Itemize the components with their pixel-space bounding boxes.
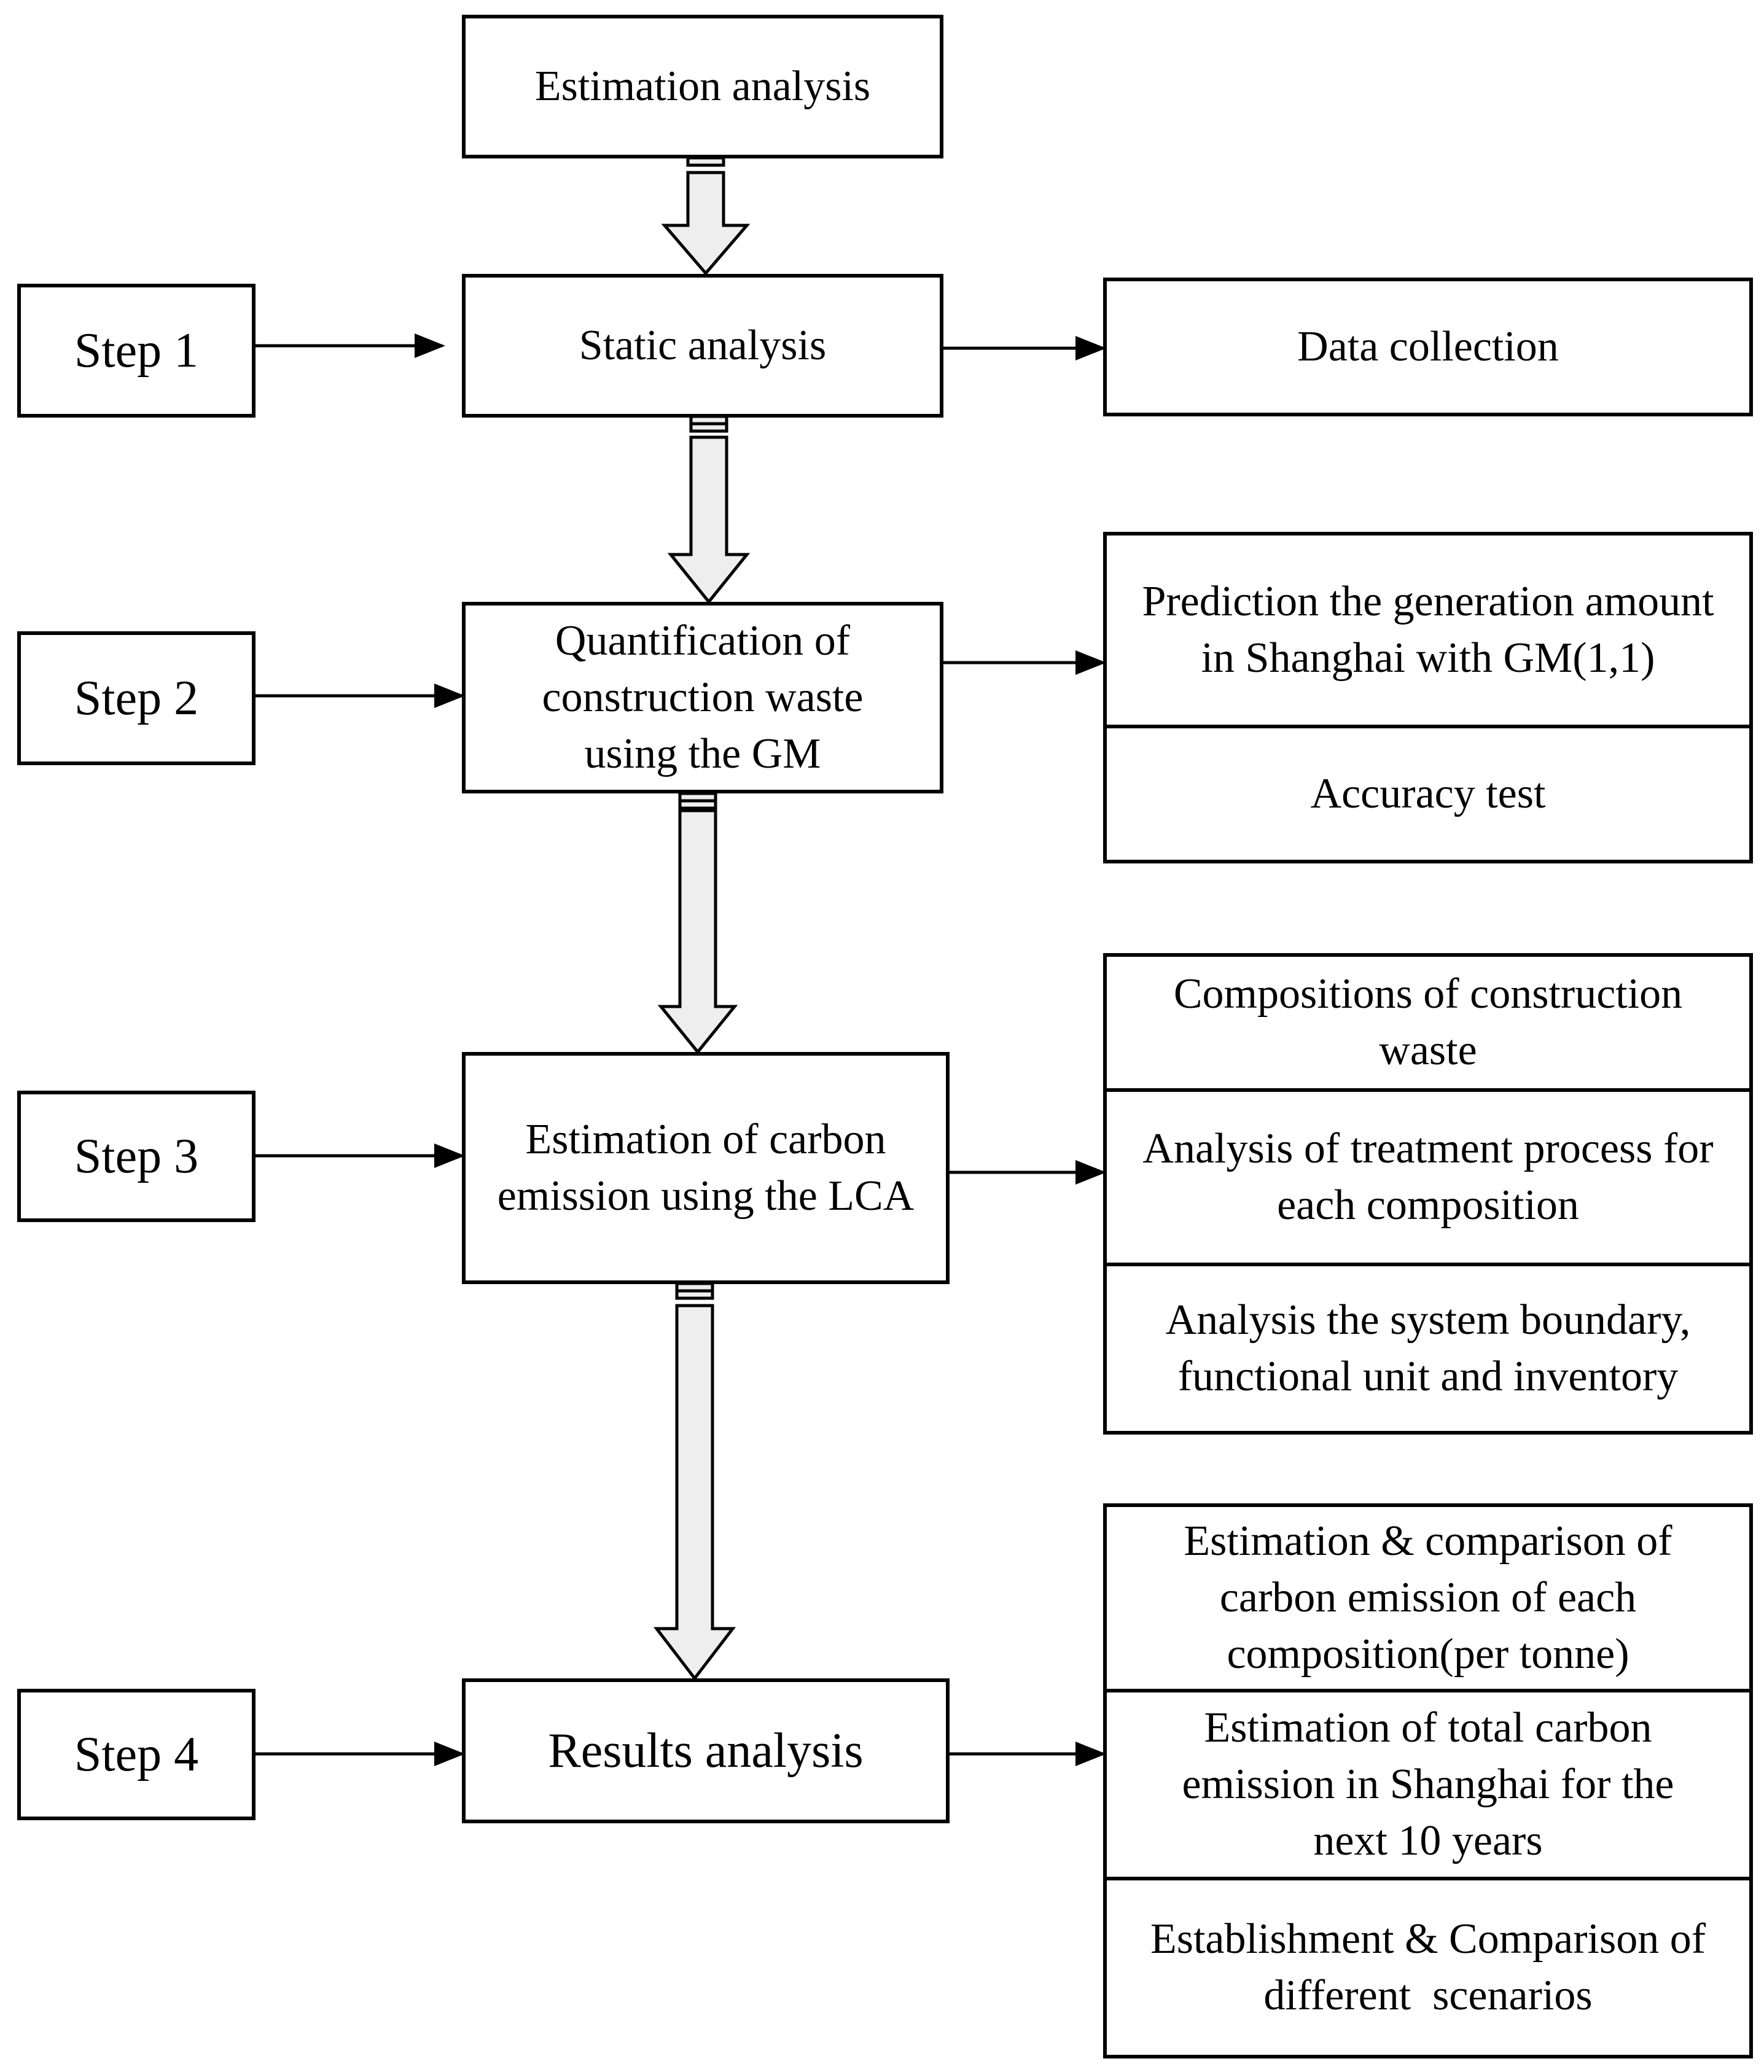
quantification-line: using the GM [584,730,821,777]
static-analysis-label: Static analysis [579,322,827,369]
results-analysis-box: Results analysis [462,1678,950,1823]
quantification-line: construction waste [542,674,864,721]
estimation-analysis-label: Estimation analysis [534,63,871,110]
comparison-per-tonne-line: Estimation & comparison of [1184,1517,1672,1565]
quantification-box: Quantification of construction waste usi… [462,602,943,793]
treatment-process-cell: Analysis of treatment process for each c… [1107,1088,1749,1263]
treatment-process-line: each composition [1277,1182,1579,1229]
prediction-cell: Prediction the generation amount in Shan… [1107,536,1749,725]
scenarios-cell: Establishment & Comparison of different … [1107,1877,1749,2055]
carbon-estimation-line: Estimation of carbon [525,1116,886,1163]
down-arrow-2 [667,415,751,604]
down-arrow-1 [661,149,751,276]
step-2-label: Step 2 [74,671,199,725]
step-1-label: Step 1 [74,324,199,378]
step-4-label: Step 4 [74,1727,199,1782]
comparison-per-tonne-cell: Estimation & comparison of carbon emissi… [1107,1507,1749,1689]
step-2-box: Step 2 [17,631,256,765]
compositions-line: waste [1379,1027,1477,1074]
step-4-box: Step 4 [17,1689,256,1820]
prediction-line: in Shanghai with GM(1,1) [1201,634,1655,682]
compositions-cell: Compositions of construction waste [1107,957,1749,1088]
step-3-label: Step 3 [74,1129,199,1183]
quantification-line: Quantification of [555,617,851,664]
carbon-estimation-box: Estimation of carbon emission using the … [462,1052,950,1284]
data-collection-box: Data collection [1103,278,1753,416]
step-3-details-stack: Compositions of construction waste Analy… [1103,953,1753,1435]
total-emission-line: Estimation of total carbon [1204,1704,1652,1751]
static-analysis-box: Static analysis [462,274,943,418]
total-emission-line: emission in Shanghai for the [1182,1761,1674,1808]
treatment-process-line: Analysis of treatment process for [1142,1125,1714,1172]
system-boundary-line: Analysis the system boundary, [1165,1296,1691,1344]
data-collection-label: Data collection [1297,323,1559,370]
prediction-line: Prediction the generation amount [1142,578,1714,625]
step-4-details-stack: Estimation & comparison of carbon emissi… [1103,1503,1753,2058]
down-arrow-4 [653,1282,736,1681]
comparison-per-tonne-line: carbon emission of each [1219,1574,1637,1621]
scenarios-line: Establishment & Comparison of [1150,1915,1706,1963]
carbon-estimation-text: Estimation of carbon emission using the … [498,1112,915,1225]
step-1-box: Step 1 [17,284,256,418]
results-analysis-label: Results analysis [548,1724,864,1778]
quantification-text: Quantification of construction waste usi… [542,613,864,782]
total-emission-cell: Estimation of total carbon emission in S… [1107,1689,1749,1877]
step-2-details-stack: Prediction the generation amount in Shan… [1103,532,1753,863]
accuracy-test-cell: Accuracy test [1107,725,1749,860]
accuracy-test-label: Accuracy test [1310,770,1546,817]
down-arrow-3 [657,792,738,1054]
estimation-analysis-box: Estimation analysis [462,15,943,158]
total-emission-line: next 10 years [1313,1817,1543,1864]
compositions-line: Compositions of construction [1173,970,1683,1018]
comparison-per-tonne-line: composition(per tonne) [1227,1630,1629,1678]
system-boundary-cell: Analysis the system boundary, functional… [1107,1263,1749,1431]
carbon-estimation-line: emission using the LCA [497,1172,915,1220]
scenarios-line: different scenarios [1263,1972,1593,2019]
step-3-box: Step 3 [17,1091,256,1222]
system-boundary-line: functional unit and inventory [1177,1353,1679,1400]
